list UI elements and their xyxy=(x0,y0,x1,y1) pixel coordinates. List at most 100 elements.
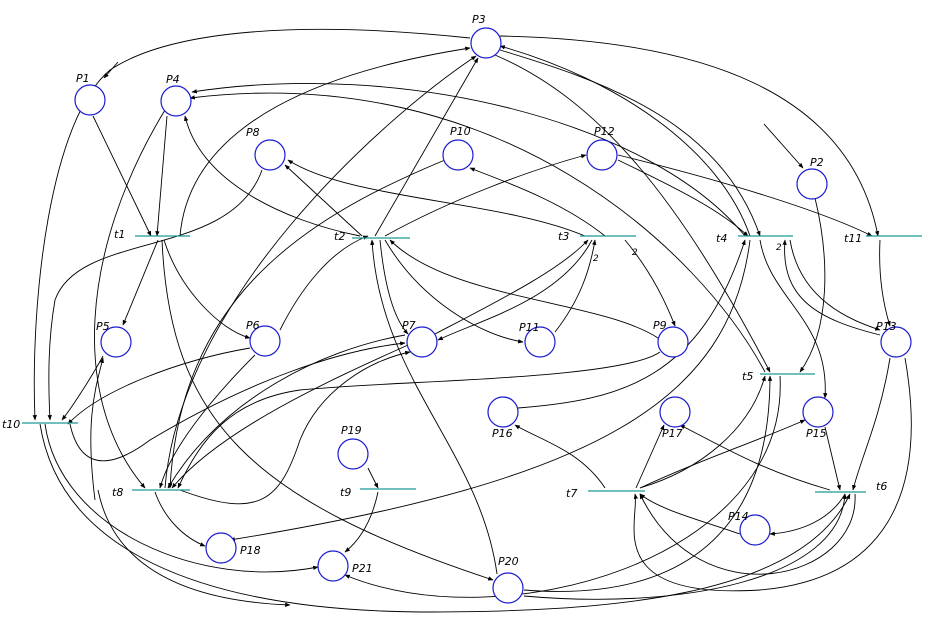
arc-p6-t8 xyxy=(159,354,256,489)
place-label-p18: P18 xyxy=(240,544,261,557)
place-p16[interactable] xyxy=(487,396,519,428)
arc-t1-p5 xyxy=(122,239,159,326)
place-p12[interactable] xyxy=(586,139,618,171)
place-label-p21: P21 xyxy=(352,562,373,575)
place-p15[interactable] xyxy=(802,396,834,428)
arc-p7-t8-b xyxy=(171,344,409,489)
place-label-p8: P8 xyxy=(246,126,260,139)
place-label-p19: P19 xyxy=(341,424,362,437)
arc-t7-t5 xyxy=(639,375,766,489)
arc-t6-t7 xyxy=(639,493,856,575)
place-label-p7: P7 xyxy=(402,319,416,332)
place-p20[interactable] xyxy=(492,572,524,604)
place-label-p2: P2 xyxy=(810,156,824,169)
arc-p2-t5 xyxy=(799,197,826,373)
arc-p4-t1 xyxy=(155,115,168,237)
arcs-layer xyxy=(32,28,912,613)
place-p9[interactable] xyxy=(657,326,689,358)
arc-p20-t2 xyxy=(370,239,498,575)
arc-t5-p21 xyxy=(344,375,781,598)
place-p10[interactable] xyxy=(442,139,474,171)
arc-t4-p15 xyxy=(759,239,828,399)
place-label-p1: P1 xyxy=(76,72,90,85)
arc-p3-t5 xyxy=(494,54,771,373)
place-p3[interactable] xyxy=(470,27,502,59)
place-label-p15: P15 xyxy=(806,427,827,440)
transition-label-t2: t2 xyxy=(334,230,345,243)
arc-t2-p12 xyxy=(384,154,587,237)
arc-p19-t9 xyxy=(367,467,379,489)
place-label-p4: P4 xyxy=(166,73,180,86)
arc-bottom-loop xyxy=(97,489,291,607)
place-label-p11: P11 xyxy=(519,321,540,334)
arc-t8-p7 xyxy=(179,350,411,505)
arc-weights: 2 2 2 xyxy=(593,243,782,264)
arc-t1-p6 xyxy=(163,239,251,339)
arc-t10-p21 xyxy=(44,423,319,573)
arc-p13-t7 xyxy=(633,357,912,592)
arc-p6-t10 xyxy=(67,347,251,425)
arc-t3-p7 xyxy=(437,239,593,341)
place-label-p12: P12 xyxy=(594,125,615,138)
place-p11[interactable] xyxy=(524,326,556,358)
arc-p6-t2 xyxy=(279,235,369,331)
transition-label-t10: t10 xyxy=(2,418,20,431)
arc-t2-p4 xyxy=(184,115,361,237)
place-p4[interactable] xyxy=(160,85,192,117)
place-p18[interactable] xyxy=(205,532,237,564)
place-p14[interactable] xyxy=(739,514,771,546)
place-p2[interactable] xyxy=(796,168,828,200)
place-p19[interactable] xyxy=(337,438,369,470)
arc-p14-t7 xyxy=(639,493,741,535)
arc-t1-p20 xyxy=(161,239,494,581)
arc-t4-p3 xyxy=(499,45,751,237)
place-p7[interactable] xyxy=(406,326,438,358)
place-label-p10: P10 xyxy=(450,125,471,138)
place-p13[interactable] xyxy=(880,326,912,358)
arc-p7-t8-a xyxy=(167,334,406,489)
place-p8[interactable] xyxy=(254,139,286,171)
arc-p15-t6 xyxy=(824,426,841,491)
transition-label-t11: t11 xyxy=(844,232,862,245)
arc-t7-p15 xyxy=(639,419,806,489)
arc-p20-t6 xyxy=(523,493,847,600)
arc-t7-p17 xyxy=(635,424,665,489)
place-label-p3: P3 xyxy=(472,13,486,26)
place-p17[interactable] xyxy=(659,396,691,428)
arc-p9-t8 xyxy=(177,351,661,489)
arc-t11-p13 xyxy=(879,239,891,327)
arc-p8-t10 xyxy=(47,169,263,421)
place-p1[interactable] xyxy=(74,84,106,116)
arc-t4-p13 xyxy=(789,239,881,331)
arc-t6-p17 xyxy=(679,424,831,491)
place-labels: P1 P2 P3 P4 P5 P6 P7 P8 P9 P10 P11 P12 P… xyxy=(76,13,897,575)
place-p5[interactable] xyxy=(100,326,132,358)
transition-label-t6: t6 xyxy=(876,480,887,493)
transition-label-t1: t1 xyxy=(114,228,125,241)
arc-t3-p8 xyxy=(287,159,586,237)
transition-label-t8: t8 xyxy=(112,486,123,499)
transition-label-t3: t3 xyxy=(558,230,569,243)
arc-t10-t6-bottom xyxy=(39,423,851,613)
place-p6[interactable] xyxy=(249,325,281,357)
transitions-layer xyxy=(22,235,922,493)
arc-t3-p10 xyxy=(469,167,606,237)
place-p21[interactable] xyxy=(317,550,349,582)
arc-p13-t6 xyxy=(852,357,891,491)
arc-p7-t3 xyxy=(434,239,589,335)
arc-t10-p7 xyxy=(69,341,406,462)
arc-p4-t8 xyxy=(94,109,166,489)
arc-p9-t2 xyxy=(389,239,659,339)
arc-p10-t8 xyxy=(168,159,446,489)
arc-weight-label: 2 xyxy=(593,254,599,264)
arc-t6-p14 xyxy=(769,493,846,536)
arc-t1-p3 xyxy=(179,46,471,237)
arc-t3-p9 xyxy=(624,239,676,327)
arc-p20-t5 xyxy=(523,375,773,592)
arc-p12-t11 xyxy=(617,154,873,237)
transition-label-t7: t7 xyxy=(566,487,577,500)
transition-label-t4: t4 xyxy=(716,232,727,245)
place-label-p14: P14 xyxy=(728,510,749,523)
arc-p5-t10 xyxy=(61,355,104,421)
